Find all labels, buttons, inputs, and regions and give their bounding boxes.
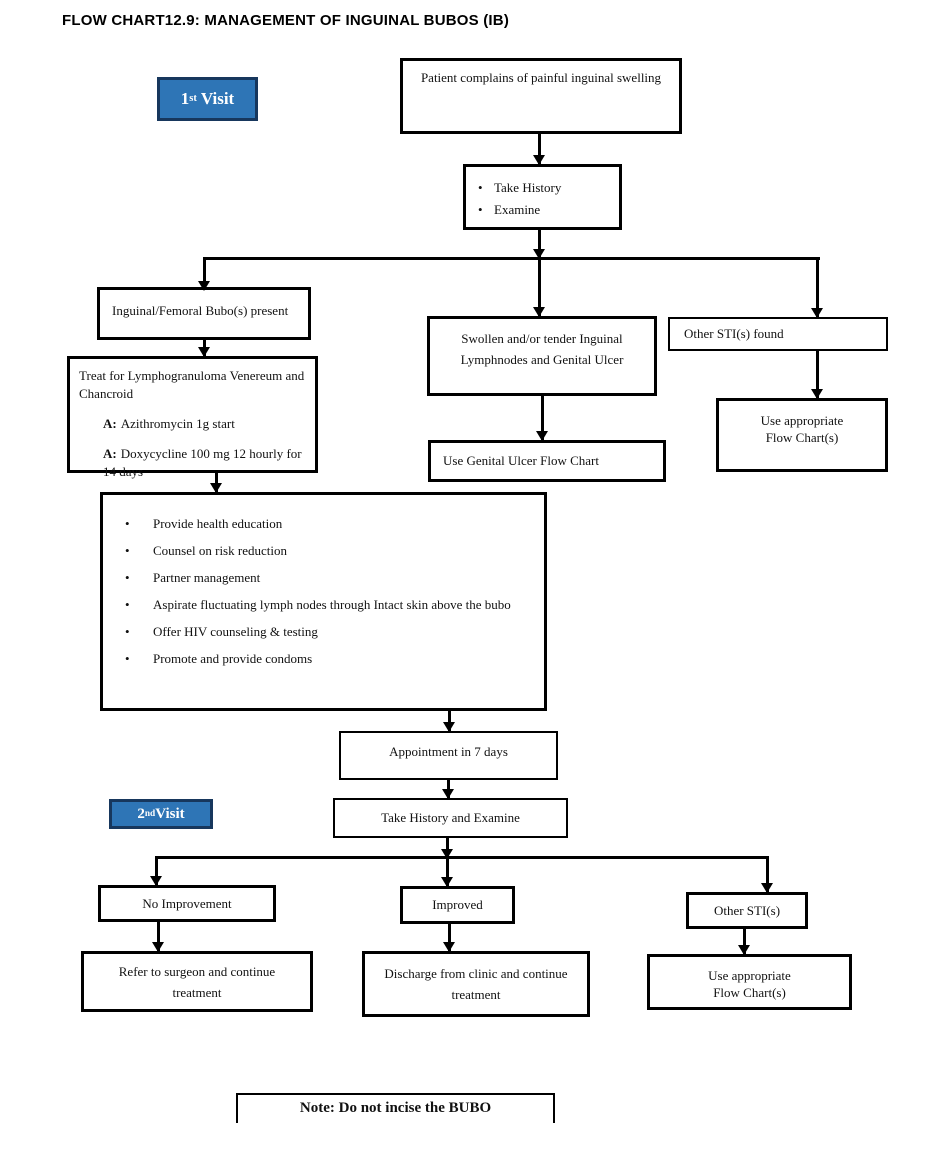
treat-option-prefix: A:	[103, 446, 117, 461]
treat-option-text: Doxycycline 100 mg 12 hourly for 14 days	[103, 446, 302, 479]
node-use-appropriate-chart-top: Use appropriate Flow Chart(s)	[716, 398, 888, 472]
flow-line-patient-to-history	[538, 134, 541, 164]
flow-line-branch-to-other-sti	[816, 257, 819, 317]
node-take-history-first: Take History Examine	[463, 164, 622, 230]
use-appropriate-line: Flow Chart(s)	[713, 985, 786, 1000]
flow-line-branch-to-noimprovement	[155, 856, 158, 885]
use-appropriate-line: Use appropriate	[708, 968, 791, 983]
treat-option-text: Azithromycin 1g start	[120, 416, 235, 431]
flow-line-swollen-to-ulcerchart	[541, 396, 544, 440]
education-item: Offer HIV counseling & testing	[121, 623, 540, 641]
flow-branch-line-first	[204, 257, 820, 260]
flow-line-history-to-branch	[538, 230, 541, 316]
flow-line-education-to-appointment	[448, 711, 451, 731]
flow-arrowhead	[533, 307, 545, 317]
node-other-sti-found-label: Other STI(s) found	[684, 326, 784, 341]
flow-arrowhead	[210, 483, 222, 493]
flow-arrowhead	[761, 883, 773, 893]
education-item: Promote and provide condoms	[121, 650, 540, 668]
flow-arrowhead	[152, 942, 164, 952]
node-discharge-label: Discharge from clinic and continue treat…	[384, 966, 568, 1002]
node-discharge: Discharge from clinic and continue treat…	[362, 951, 590, 1017]
flow-arrowhead	[536, 431, 548, 441]
flow-line-noimprovement-to-refer	[157, 922, 160, 951]
flow-arrowhead	[738, 945, 750, 955]
flow-arrowhead	[442, 789, 454, 799]
treat-option: A:Doxycycline 100 mg 12 hourly for 14 da…	[103, 445, 309, 481]
node-swollen-lymphnodes: Swollen and/or tender Inguinal Lymphnode…	[427, 316, 657, 396]
examine-item: Examine	[478, 199, 619, 221]
flow-arrowhead	[443, 942, 455, 952]
use-appropriate-line: Use appropriate	[760, 413, 844, 428]
flow-arrowhead	[811, 389, 823, 399]
flow-line-history2-to-branch	[446, 838, 449, 886]
flow-arrowhead	[443, 722, 455, 732]
node-appointment-label: Appointment in 7 days	[389, 744, 508, 759]
node-education-actions: Provide health education Counsel on risk…	[100, 492, 547, 711]
flow-line-branch-to-othersti2	[766, 856, 769, 892]
node-other-sti-second: Other STI(s)	[686, 892, 808, 929]
node-use-appropriate-chart-bottom: Use appropriate Flow Chart(s)	[647, 954, 852, 1010]
visit1-text: Visit	[196, 89, 235, 108]
visit2-text: Visit	[155, 805, 185, 822]
node-take-history-second-label: Take History and Examine	[381, 810, 520, 825]
node-patient-complains: Patient complains of painful inguinal sw…	[400, 58, 682, 134]
treat-option: A:Azithromycin 1g start	[103, 415, 309, 433]
flow-arrowhead	[198, 347, 210, 357]
flow-arrowhead	[533, 155, 545, 165]
take-history-item: Take History	[478, 177, 619, 199]
treat-option-prefix: A:	[103, 416, 117, 431]
flow-arrowhead	[533, 249, 545, 259]
flow-line-treat-to-education	[215, 473, 218, 492]
node-refer-surgeon: Refer to surgeon and continue treatment	[81, 951, 313, 1012]
node-inguinal-bubo-present: Inguinal/Femoral Bubo(s) present	[97, 287, 311, 340]
node-note-label: Note: Do not incise the BUBO	[299, 1100, 492, 1116]
node-refer-surgeon-label: Refer to surgeon and continue treatment	[118, 963, 276, 1000]
flow-branch-line-second	[155, 856, 769, 859]
education-item: Counsel on risk reduction	[121, 542, 540, 560]
node-no-improvement: No Improvement	[98, 885, 276, 922]
flow-arrowhead	[198, 281, 210, 291]
node-improved: Improved	[400, 886, 515, 924]
node-other-sti-second-label: Other STI(s)	[713, 902, 781, 918]
flow-line-othersti2-to-chart	[743, 929, 746, 954]
node-take-history-second: Take History and Examine	[333, 798, 568, 838]
node-note: Note: Do not incise the BUBO	[236, 1093, 555, 1123]
education-item: Partner management	[121, 569, 540, 587]
node-use-genital-ulcer-chart: Use Genital Ulcer Flow Chart	[428, 440, 666, 482]
page-title: FLOW CHART12.9: MANAGEMENT OF INGUINAL B…	[62, 12, 510, 29]
flow-line-improved-to-discharge	[448, 924, 451, 951]
node-treat-lgv: Treat for Lymphogranuloma Venereum and C…	[67, 356, 318, 479]
node-other-sti-found: Other STI(s) found	[668, 317, 888, 351]
node-inguinal-bubo-present-label: Inguinal/Femoral Bubo(s) present	[112, 303, 289, 318]
node-improved-label: Improved	[432, 897, 483, 912]
use-appropriate-line: Flow Chart(s)	[765, 430, 839, 445]
flow-arrowhead	[441, 877, 453, 887]
flow-arrowhead	[811, 308, 823, 318]
flow-arrowhead	[150, 876, 162, 886]
visit2-number: 2	[137, 805, 145, 822]
flow-line-othersti-to-chart	[816, 351, 819, 398]
node-patient-complains-label: Patient complains of painful inguinal sw…	[420, 70, 662, 85]
node-no-improvement-label: No Improvement	[142, 895, 232, 911]
visit1-number: 1	[180, 89, 190, 108]
node-swollen-lymphnodes-label: Swollen and/or tender Inguinal Lymphnode…	[460, 331, 624, 367]
education-item: Aspirate fluctuating lymph nodes through…	[121, 596, 540, 614]
node-appointment: Appointment in 7 days	[339, 731, 558, 780]
node-use-genital-ulcer-chart-label: Use Genital Ulcer Flow Chart	[443, 453, 599, 468]
flow-arrowhead	[441, 849, 453, 859]
treat-heading: Treat for Lymphogranuloma Venereum and C…	[79, 368, 305, 401]
education-item: Provide health education	[121, 515, 540, 533]
flow-line-branch-to-bubo	[203, 257, 206, 288]
